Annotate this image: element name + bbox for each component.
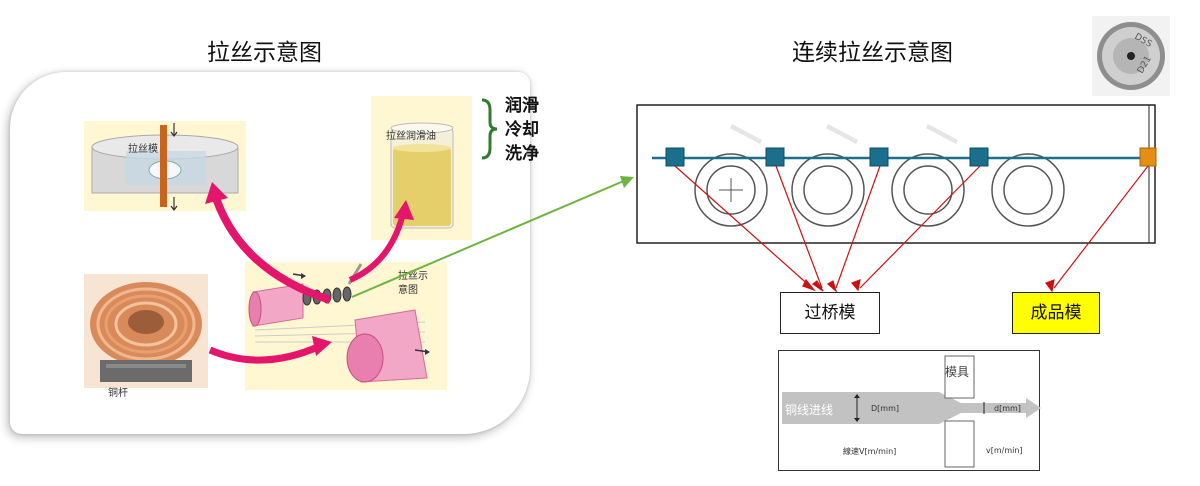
drawing-diagram-label: 拉丝示 意图 xyxy=(398,271,428,296)
flow-out-diameter: d[mm] xyxy=(994,404,1021,413)
lubricant-label: 拉丝润滑油 xyxy=(386,131,436,142)
flow-in-diameter: D[mm] xyxy=(871,404,899,413)
flow-incoming-wire-label: 铜线进线 xyxy=(785,403,834,417)
function-lubricate: 润滑 xyxy=(505,96,539,116)
lubricant-functions: 润滑 冷却 洗净 xyxy=(505,94,539,166)
left-diagram-title: 拉丝示意图 xyxy=(207,40,322,66)
bridge-die-3 xyxy=(869,147,889,167)
flow-die-label: 模具 xyxy=(945,365,970,379)
die-label: 拉丝模 xyxy=(128,144,158,155)
bridge-die-label: 过桥模 xyxy=(780,292,880,334)
finished-die-label: 成品模 xyxy=(1012,292,1100,334)
right-diagram-title: 连续拉丝示意图 xyxy=(792,40,953,66)
continuous-drawing-machine xyxy=(636,104,1157,244)
curved-arrow-icon xyxy=(205,182,228,204)
function-cool: 冷却 xyxy=(505,120,539,140)
flow-in-speed: 線速V[m/min] xyxy=(843,447,897,456)
wire-flow-diagram: 模具 铜线进线 D[mm] d[mm] 線速V[m/min] v[m/min] xyxy=(778,350,1041,471)
bridge-die-4 xyxy=(969,147,989,167)
flow-out-speed: v[m/min] xyxy=(986,446,1023,455)
function-clean: 洗净 xyxy=(505,144,539,164)
brace-icon xyxy=(481,98,498,160)
die-photo: DSS D21 xyxy=(1092,16,1170,96)
crosshair-icon xyxy=(719,178,743,202)
copper-rod-label: 铜杆 xyxy=(108,388,128,399)
copper-rod-illustration xyxy=(84,274,208,388)
bridge-die-2 xyxy=(765,147,785,167)
